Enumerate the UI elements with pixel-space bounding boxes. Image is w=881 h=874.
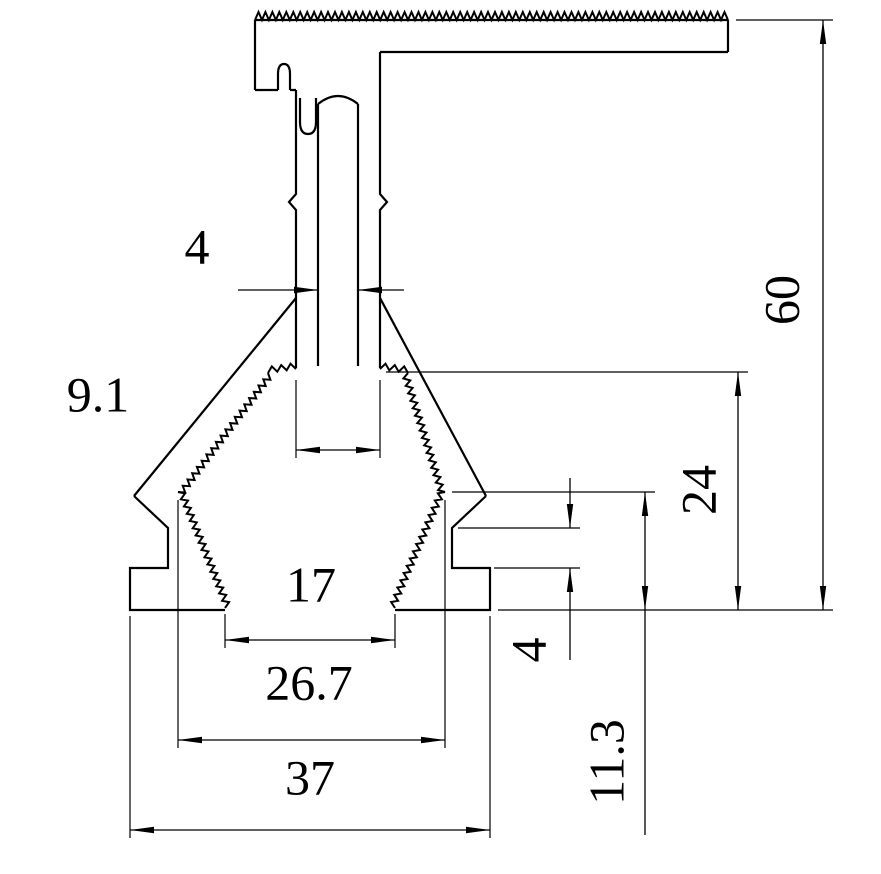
serration-edges: [177, 362, 446, 609]
right-foot: [395, 495, 492, 612]
dim-label-bottom-opening: 17: [286, 556, 336, 612]
dim-label-overall-height: 60: [753, 275, 809, 325]
dim-label-base-width: 37: [285, 749, 335, 805]
lip-hook-groove: [276, 62, 292, 90]
profile-outline: [128, 9, 730, 612]
right-crest-serration: [379, 362, 409, 374]
dimension-labels: 4 9.1 17 26.7 37 60 24 4 11.3: [67, 218, 810, 805]
flange-body: [253, 18, 730, 92]
stem-slot: [316, 94, 360, 366]
dim-label-serrated-width: 26.7: [265, 654, 353, 710]
dim-label-step-height: 4: [500, 638, 556, 663]
left-outer-slope: [133, 297, 297, 497]
left-lower-serration: [177, 491, 231, 609]
dim-label-stem-width: 4: [185, 218, 210, 274]
right-upper-serration: [401, 372, 446, 493]
left-upper-serration: [177, 372, 272, 494]
dim-label-inner-gap: 9.1: [67, 366, 130, 422]
stem-left-wall: [287, 90, 298, 368]
dim-label-foot-height: 11.3: [578, 719, 634, 805]
stem-right-wall: [378, 52, 389, 368]
dimension-lines: [130, 20, 827, 835]
flange-knurl-edge: [254, 9, 729, 23]
dimension-extension-lines: [129, 19, 833, 838]
right-lower-serration: [389, 491, 446, 609]
left-crest-serration: [267, 362, 297, 374]
dim-label-lower-height: 24: [670, 465, 726, 515]
right-outer-slope: [379, 297, 487, 497]
left-foot: [128, 495, 225, 612]
screw-port: [298, 98, 318, 136]
